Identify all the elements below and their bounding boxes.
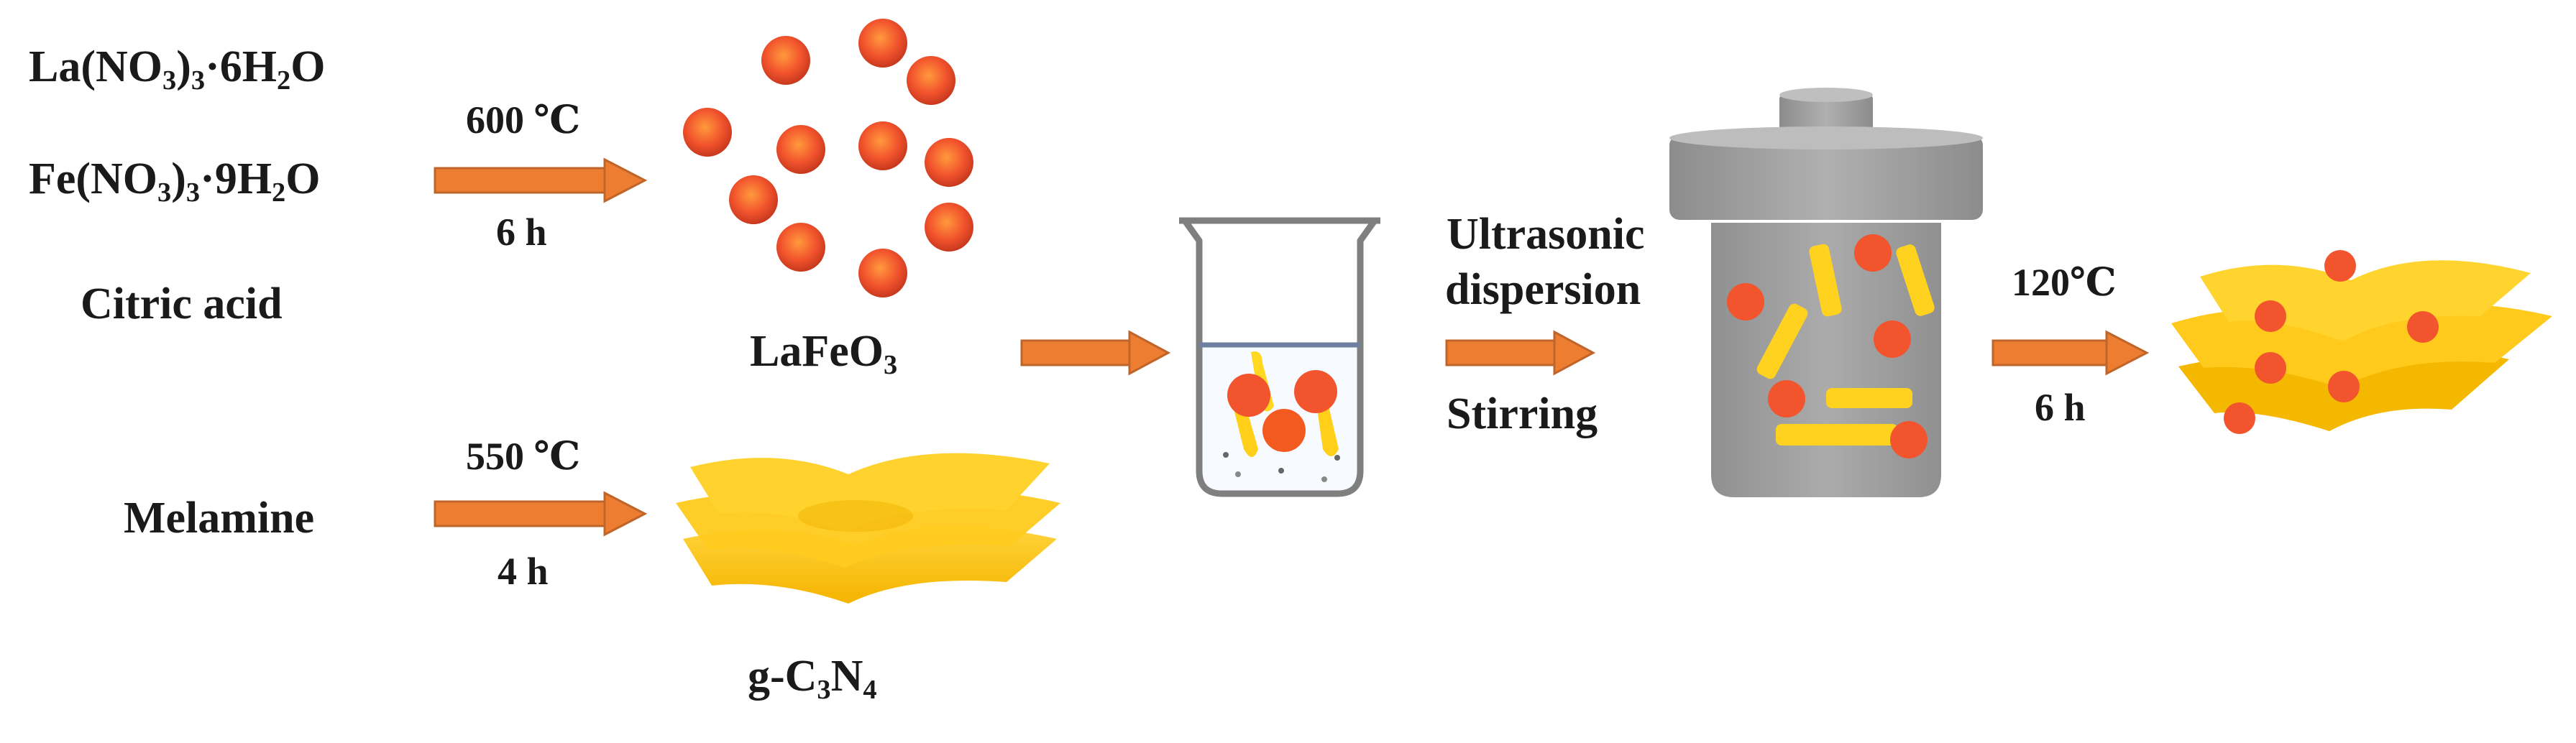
la-nitrate-label: La(NO3)3·6H2O <box>29 45 325 94</box>
arrow-right-icon <box>1020 329 1173 377</box>
fe-nitrate-label: Fe(NO3)3·9H2O <box>29 157 321 206</box>
arrow-right-icon <box>1445 329 1598 377</box>
subscript: 3 <box>191 65 206 96</box>
dispersion-label: dispersion <box>1445 265 1641 314</box>
subscript: 4 <box>863 674 877 705</box>
lafeo3-label: LaFeO3 <box>750 329 897 379</box>
particle-icon <box>683 19 973 297</box>
particle-icon <box>2224 250 2439 434</box>
subscript: 3 <box>162 65 177 96</box>
subscript: 3 <box>185 177 201 208</box>
lafeo3-particles-illustration <box>669 14 985 302</box>
calcination-time-gcn: 4 h <box>498 550 549 593</box>
stirring-label: Stirring <box>1447 389 1598 438</box>
melamine-label: Melamine <box>124 494 315 543</box>
paren: ) <box>171 154 186 203</box>
nitrogen-text: N <box>830 652 863 701</box>
hydrothermal-time: 6 h <box>2035 386 2086 429</box>
arrow-right-icon <box>434 157 651 204</box>
lafeo3-text: LaFeO <box>750 327 884 376</box>
fe-nitrate-text: Fe(NO <box>29 154 158 203</box>
hydrothermal-temp: 120℃ <box>2012 261 2117 304</box>
gcn-label: g-C3N4 <box>748 654 877 703</box>
sheet-icon <box>676 453 1060 604</box>
calcination-temp-gcn: 550 ℃ <box>466 435 581 478</box>
oxygen-text: O <box>290 42 326 91</box>
hydrate-text: ·9H <box>200 154 272 203</box>
ultrasonic-label: Ultrasonic <box>1447 210 1645 259</box>
calcination-temp-lafeo3: 600 ℃ <box>466 98 581 142</box>
arrow-right-icon <box>434 490 651 537</box>
oxygen-text: O <box>285 154 321 203</box>
subscript: 2 <box>277 65 291 96</box>
beaker-illustration <box>1172 212 1388 499</box>
gcn-sheets-illustration <box>669 431 1071 625</box>
arrow-right-icon <box>1991 329 2151 377</box>
hydrate-text: ·6H <box>205 42 277 91</box>
autoclave-illustration <box>1661 86 1991 517</box>
subscript: 2 <box>272 177 286 208</box>
la-nitrate-text: La(NO <box>29 42 162 91</box>
subscript: 3 <box>817 674 831 705</box>
lafeo3-gcn-composite-illustration <box>2164 216 2567 453</box>
sheet-icon <box>2171 260 2552 431</box>
gcn-text: g-C <box>748 652 817 701</box>
calcination-time-lafeo3: 6 h <box>496 211 547 254</box>
citric-acid-label: Citric acid <box>81 280 283 328</box>
subscript: 3 <box>157 177 172 208</box>
subscript: 3 <box>883 349 898 380</box>
paren: ) <box>176 42 191 91</box>
